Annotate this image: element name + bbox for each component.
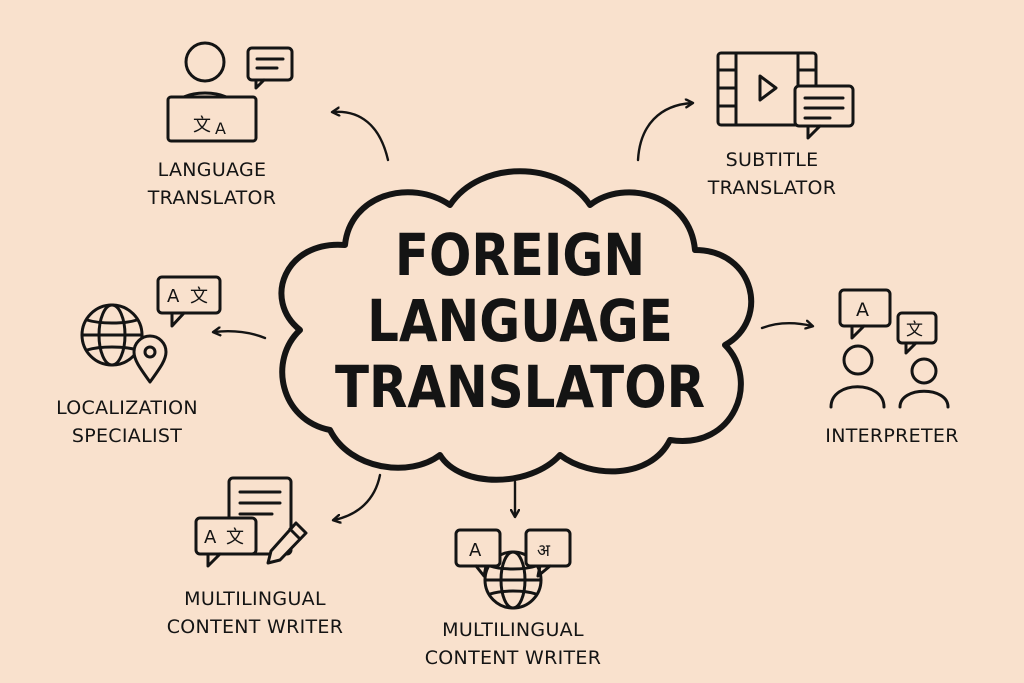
label-language-translator-line-2: TRANSLATOR — [147, 187, 277, 209]
label-interpreter-line-1: INTERPRETER — [825, 425, 959, 447]
label-subtitle-translator: SUBTITLE TRANSLATOR — [692, 146, 852, 202]
document-pen-icon: A 文 — [194, 476, 308, 568]
bottom-glyph-hindi: अ — [537, 541, 551, 561]
center-title-line-2: LANGUAGE — [367, 287, 673, 355]
label-subtitle-translator-line-1: SUBTITLE — [725, 149, 819, 171]
label-multilingual-content-writer-left: MULTILINGUAL CONTENT WRITER — [160, 585, 350, 641]
person-laptop-translate-icon: 文 A — [166, 41, 294, 143]
film-subtitle-icon — [716, 51, 855, 140]
arrow-to-localization-specialist — [214, 331, 267, 340]
label-language-translator: LANGUAGE TRANSLATOR — [132, 156, 292, 212]
arrow-to-language-translator — [333, 112, 390, 162]
bottom-glyph-a: A — [469, 540, 482, 561]
label-interpreter: INTERPRETER — [812, 422, 972, 450]
label-content-writer-bottom-line-1: MULTILINGUAL — [442, 619, 584, 641]
label-language-translator-line-1: LANGUAGE — [157, 159, 267, 181]
arrow-to-content-writer-left — [334, 473, 382, 520]
center-title: FOREIGN LANGUAGE TRANSLATOR — [331, 222, 709, 420]
center-cloud — [278, 168, 754, 483]
interpreter-glyph-wen: 文 — [906, 320, 923, 340]
arrow-to-interpreter — [760, 323, 812, 328]
label-localization-specialist-line-2: SPECIALIST — [71, 425, 183, 447]
label-multilingual-content-writer-bottom: MULTILINGUAL CONTENT WRITER — [418, 616, 608, 672]
globe-glyph-wen: 文 — [190, 286, 208, 307]
globe-glyph-a: A — [167, 286, 180, 307]
label-content-writer-left-line-2: CONTENT WRITER — [166, 616, 344, 638]
label-content-writer-left-line-1: MULTILINGUAL — [184, 588, 326, 610]
label-localization-specialist: LOCALIZATION SPECIALIST — [42, 394, 212, 450]
globe-pin-icon: A 文 — [80, 275, 222, 384]
label-subtitle-translator-line-2: TRANSLATOR — [707, 177, 837, 199]
two-people-speech-icon: A 文 — [829, 288, 950, 409]
writer-glyph-a: A — [204, 527, 217, 548]
interpreter-glyph-a: A — [856, 299, 869, 321]
center-title-line-3: TRANSLATOR — [334, 353, 706, 421]
label-localization-specialist-line-1: LOCALIZATION — [56, 397, 198, 419]
globe-speech-icon: A अ — [454, 528, 572, 610]
laptop-glyph-wen: 文 — [193, 115, 211, 136]
laptop-glyph-a: A — [215, 119, 226, 138]
center-title-line-1: FOREIGN — [394, 221, 646, 289]
arrow-to-subtitle-translator — [636, 103, 692, 162]
label-content-writer-bottom-line-2: CONTENT WRITER — [424, 647, 602, 669]
writer-glyph-wen: 文 — [226, 527, 244, 548]
